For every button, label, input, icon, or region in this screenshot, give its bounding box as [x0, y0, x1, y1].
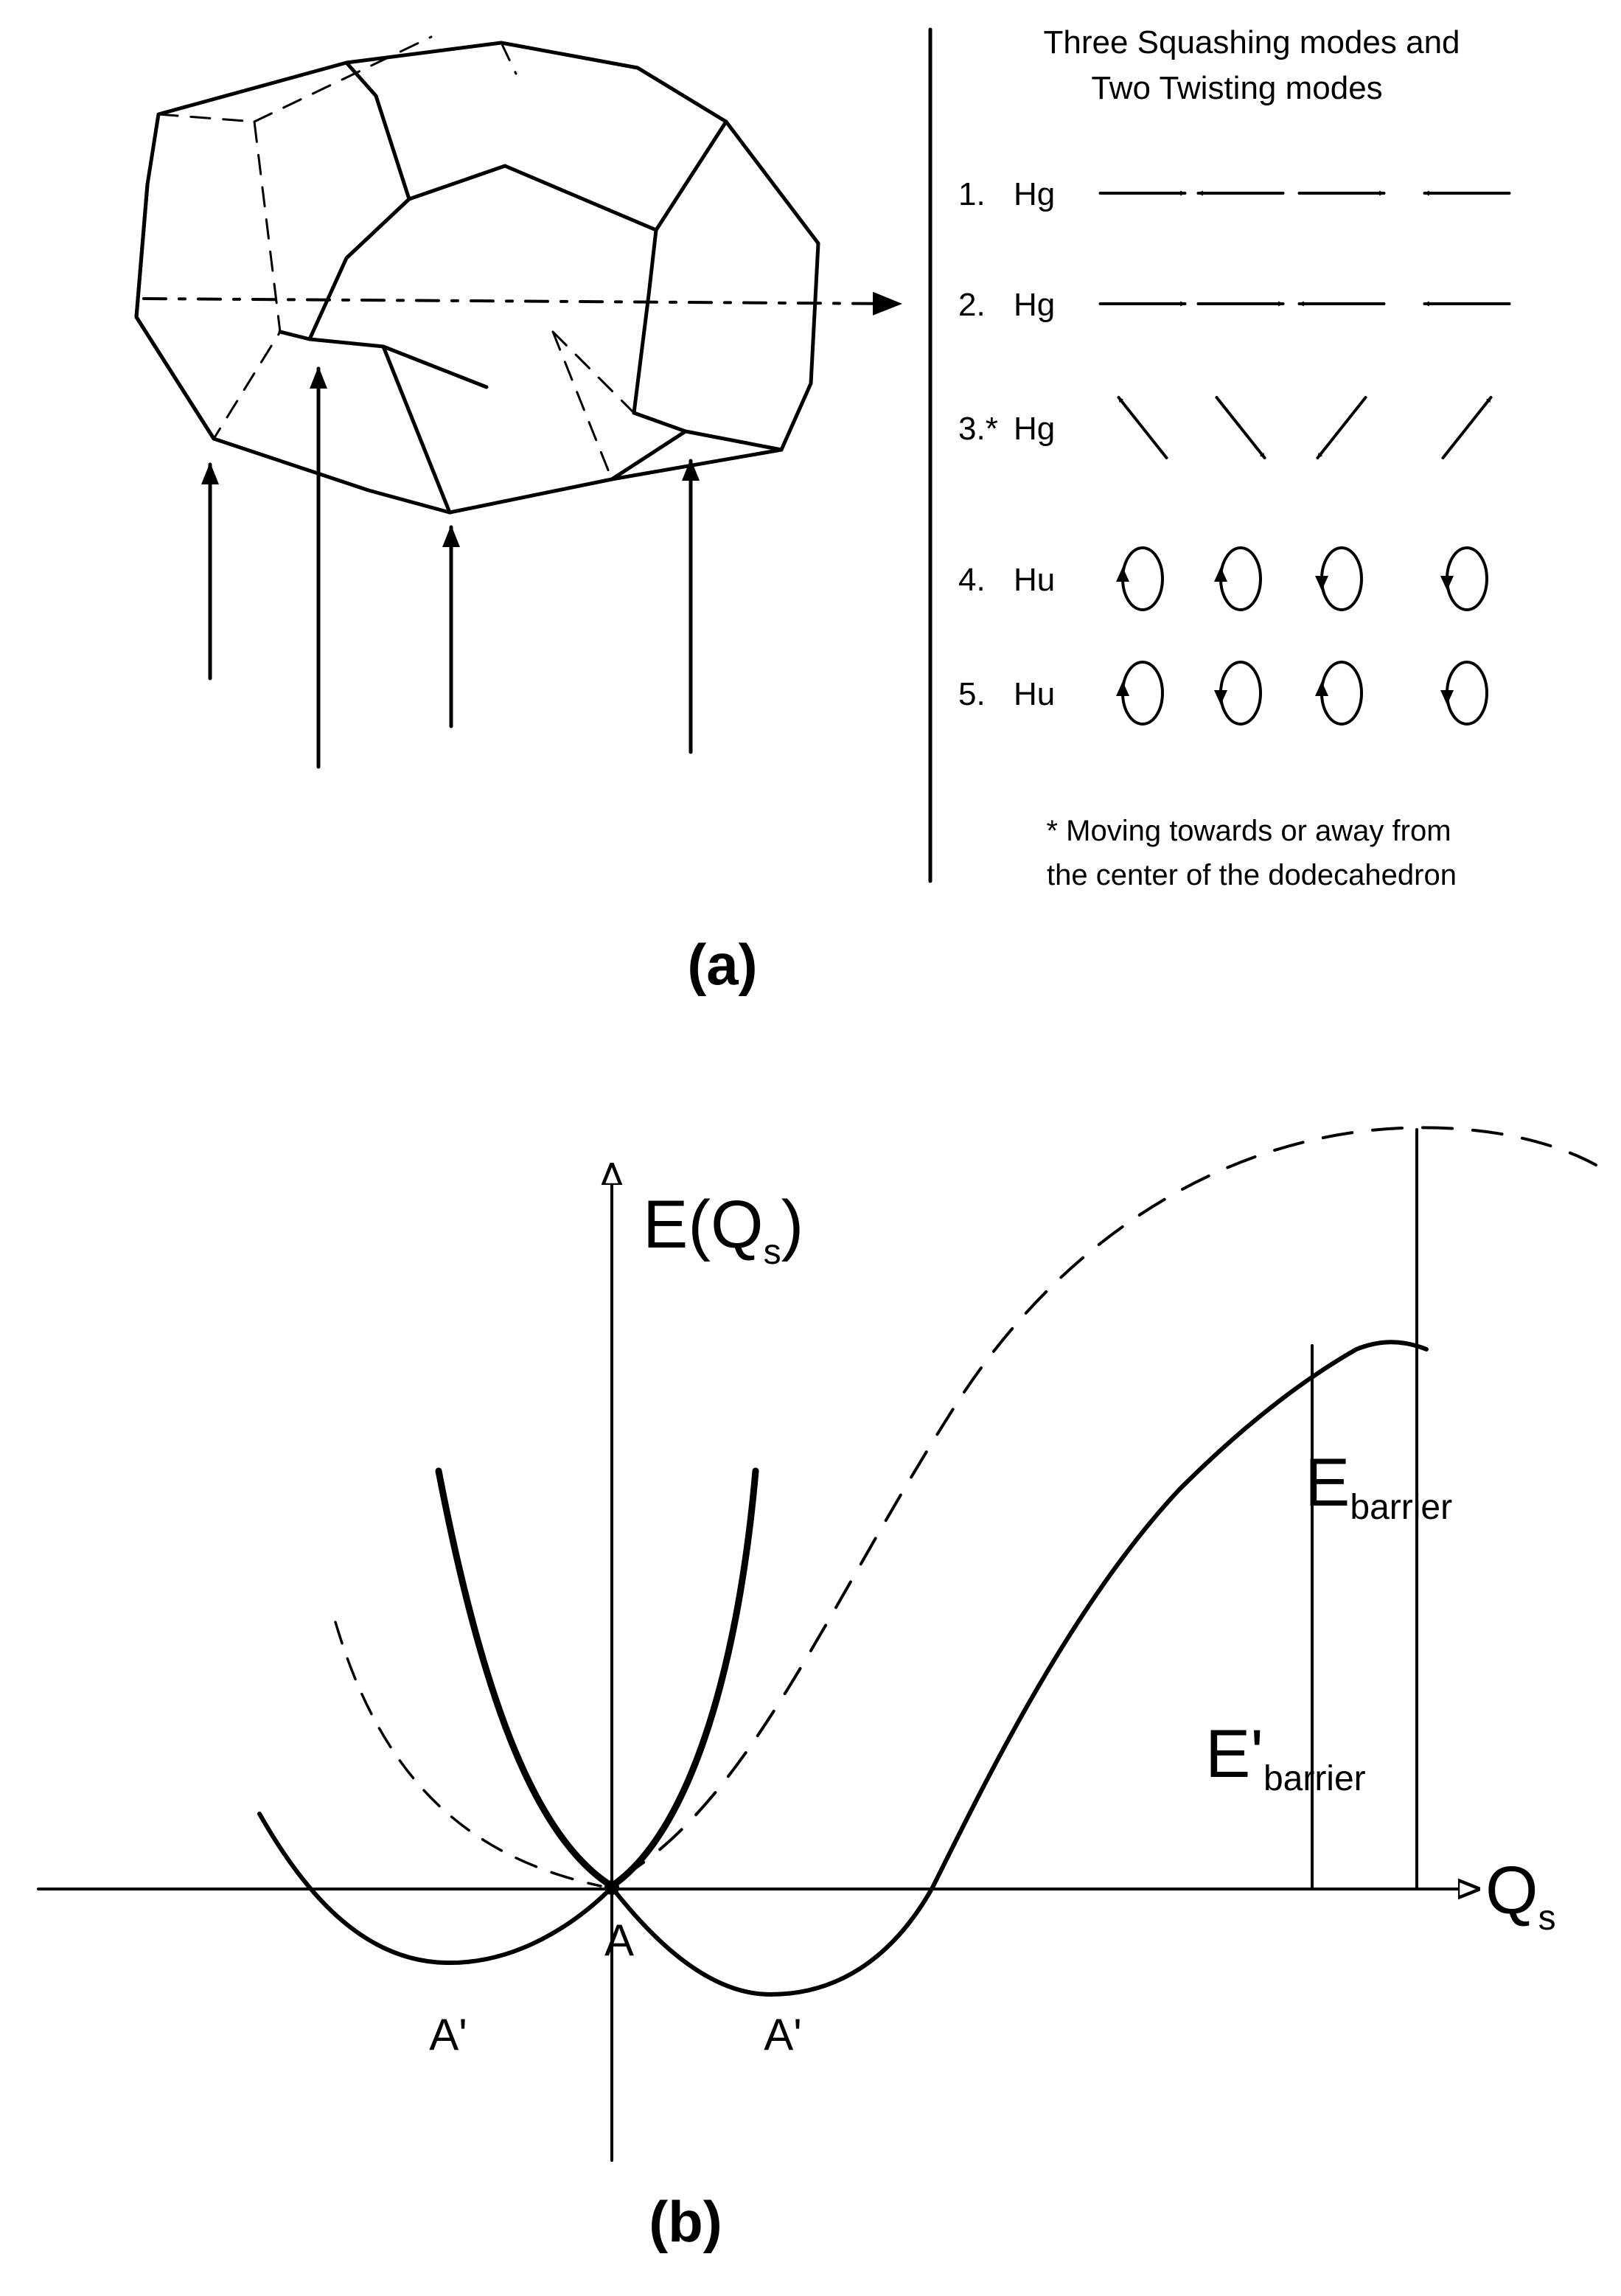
mode-3-arrow-2 [1215, 396, 1266, 459]
mode-4-twist-3-arrowhead [1315, 576, 1328, 591]
dashed-parabola-left [334, 1621, 602, 1888]
mode-1-number: 1. [958, 176, 986, 212]
mode-5-label: Hu [1014, 676, 1055, 712]
panel-a: Three Squashing modes and Two Twisting m… [134, 24, 1511, 997]
mode-5-twist-4-arrowhead [1440, 690, 1454, 705]
mode-4-twist-4 [1446, 546, 1488, 611]
y-axis-label: E(Qs) [643, 1187, 803, 1272]
mode-5-twist-4 [1446, 661, 1488, 726]
e-barrier-prime-label: E'barrier [1205, 1716, 1366, 1798]
view-axis-arrow [142, 291, 902, 316]
modes-heading-line2: Two Twisting modes [1091, 70, 1382, 106]
panel-b-caption: (b) [649, 2189, 722, 2254]
mode-5-number: 5. [958, 676, 986, 712]
dodecahedron-drawing [134, 35, 902, 769]
e-barrier-label: Ebarrier [1305, 1445, 1452, 1527]
x-axis-label: Qs [1485, 1853, 1556, 1938]
mode-2-number: 2. [958, 287, 986, 323]
mode-4-number: 4. [958, 562, 986, 598]
mode-4-twist-4-arrowhead [1440, 576, 1454, 591]
vibration-modes-list: 1. Hg 2. Hg 3.* Hg 4. Hu 5. Hu [958, 176, 1511, 726]
mode-3-number: 3.* [958, 411, 998, 447]
mode-5-twist-3 [1320, 661, 1363, 726]
dashed-energy-curve [618, 1126, 1597, 1880]
footnote-line2: the center of the dodecahedron [1047, 859, 1457, 891]
mode-4-twist-2-arrowhead [1214, 567, 1227, 582]
mode-4-twist-1-arrowhead [1116, 567, 1129, 582]
dodecahedron-hidden-edges [157, 35, 635, 481]
mode-3-label: Hg [1014, 411, 1055, 447]
panel-b: E(Qs) Qs Ebarrier E'barrier A A' A' (b) [37, 1126, 1597, 2254]
mode-4-label: Hu [1014, 562, 1055, 598]
double-well-curve [257, 1340, 1429, 1997]
mode-1-label: Hg [1014, 176, 1055, 212]
mode-4-twist-1 [1121, 546, 1164, 611]
mode-2-label: Hg [1014, 287, 1055, 323]
mode-5-twist-1 [1121, 661, 1164, 726]
mode-4-twist-3 [1320, 546, 1363, 611]
point-a-prime-right-label: A' [764, 2010, 801, 2059]
point-a-marker [604, 1880, 619, 1895]
mode-5-twist-3-arrowhead [1315, 681, 1328, 696]
point-a-prime-left-label: A' [429, 2010, 467, 2059]
mode-3-arrow-3 [1316, 396, 1367, 459]
panel-a-caption: (a) [687, 932, 757, 997]
mode-3-arrow-1 [1117, 396, 1168, 459]
mode-3-arrow-4 [1441, 396, 1493, 459]
mode-4-twist-2 [1219, 546, 1262, 611]
mode-5-twist-2 [1219, 661, 1262, 726]
mode-5-twist-1-arrowhead [1116, 681, 1129, 696]
mode-5-twist-2-arrowhead [1214, 690, 1227, 705]
bold-parabola [435, 1467, 759, 1890]
footnote-line1: * Moving towards or away from [1046, 815, 1451, 847]
point-a-label: A [604, 1916, 634, 1965]
dodecahedron-outline [134, 41, 820, 515]
modes-heading-line1: Three Squashing modes and [1043, 24, 1460, 60]
